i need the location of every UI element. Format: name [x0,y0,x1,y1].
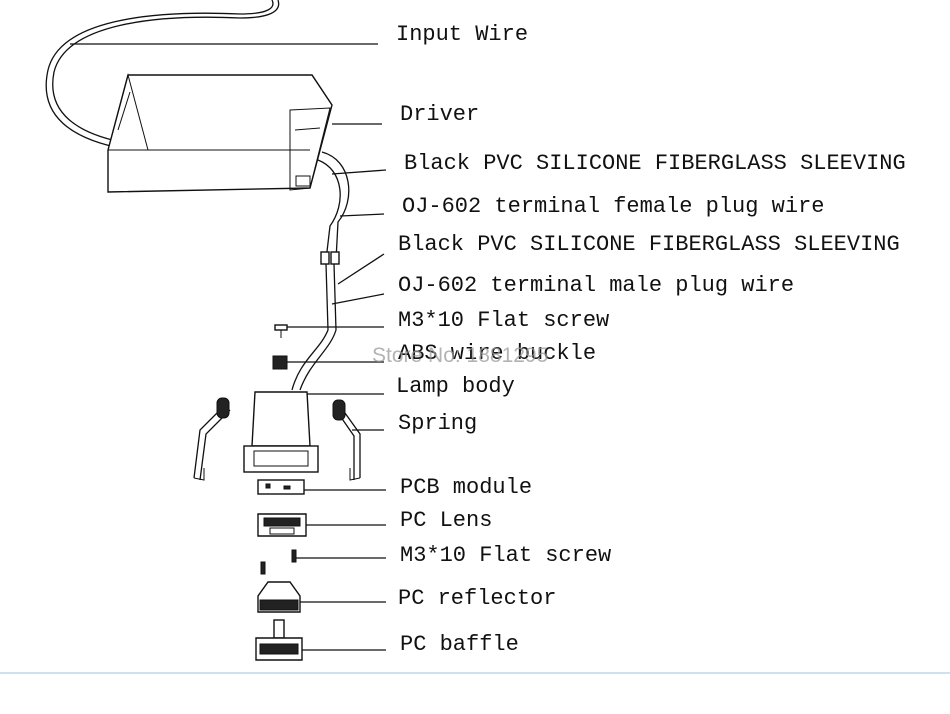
label-input-wire: Input Wire [396,22,528,47]
label-lamp-body: Lamp body [396,374,515,399]
pc-baffle-drawing [255,619,303,661]
label-driver: Driver [400,102,479,127]
pc-reflector-drawing [257,581,301,613]
label-female-plug: OJ-602 terminal female plug wire [402,194,824,219]
label-pc-baffle: PC baffle [400,632,519,657]
label-flat-screw-1: M3*10 Flat screw [398,308,609,333]
flat-screw-2-drawing [260,549,297,575]
input-wire-drawing [45,0,280,151]
wire-buckle-drawing [272,355,288,370]
label-flat-screw-2: M3*10 Flat screw [400,543,611,568]
label-pc-lens: PC Lens [400,508,492,533]
cable-drawing [291,151,350,391]
label-wire-buckle: ABS wire buckle [398,341,596,366]
pc-lens-drawing [257,513,307,537]
label-sleeving-1: Black PVC SILICONE FIBERGLASS SLEEVING [404,151,906,176]
label-sleeving-2: Black PVC SILICONE FIBERGLASS SLEEVING [398,232,900,257]
label-pcb-module: PCB module [400,475,532,500]
footer-divider [0,672,950,674]
label-male-plug: OJ-602 terminal male plug wire [398,273,794,298]
driver-drawing [107,73,333,193]
label-spring: Spring [398,411,477,436]
label-pc-reflector: PC reflector [398,586,556,611]
pcb-module-drawing [257,479,305,495]
flat-screw-1-drawing [274,324,288,338]
labels: Input Wire Driver Black PVC SILICONE FIB… [396,22,906,657]
spring-right-drawing [332,399,361,481]
lamp-body-drawing [243,391,319,473]
watermark-text: Store No: 1881295 [372,344,548,367]
spring-left-drawing [193,397,231,481]
leader-lines [70,43,387,651]
